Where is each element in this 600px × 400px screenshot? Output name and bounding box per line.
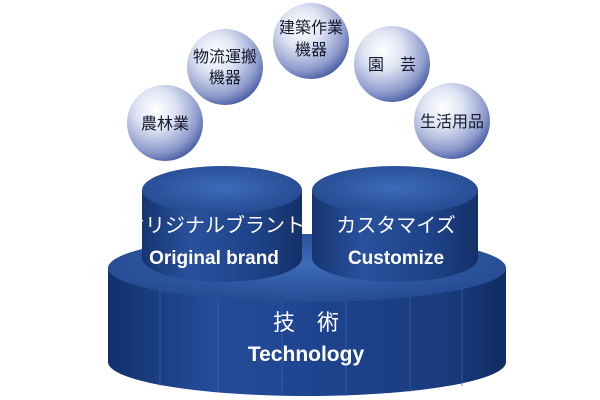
- base-panel-lines: [159, 289, 463, 396]
- right-drum-top: [312, 166, 478, 214]
- sphere-agriculture: 農林業: [127, 85, 203, 161]
- original-brand-en-label: Original brand: [149, 248, 279, 269]
- original-brand-jp-label: オリジナルブラント: [125, 213, 305, 237]
- sphere-label-line1: 建築作業: [279, 18, 343, 37]
- sphere-label-line1: 物流運搬: [193, 47, 257, 66]
- customize-drum: [312, 166, 478, 282]
- original-brand-drum: [142, 166, 302, 282]
- sphere-ball: [414, 83, 490, 159]
- sphere-logistics-equipment: 物流運搬 機器: [187, 29, 263, 105]
- base-body: [108, 268, 506, 396]
- sphere-label: 農林業: [141, 114, 189, 133]
- sphere-construction-equipment: 建築作業 機器: [273, 3, 349, 79]
- sphere-ball: [354, 26, 430, 102]
- sphere-gardening: 園 芸: [354, 26, 430, 102]
- right-drum-body: [312, 190, 478, 282]
- customize-jp-label: カスタマイズ: [336, 213, 455, 237]
- sphere-household-goods: 生活用品: [414, 83, 490, 159]
- sphere-label-line2: 機器: [209, 68, 241, 87]
- sphere-ball: [127, 85, 203, 161]
- technology-jp-label: 技 術: [273, 311, 339, 336]
- sphere-label: 生活用品: [420, 112, 484, 131]
- sphere-ball: [187, 29, 263, 105]
- sphere-label-line2: 機器: [295, 40, 327, 59]
- sphere-ball: [273, 3, 349, 79]
- customize-en-label: Customize: [348, 248, 444, 269]
- left-drum-top: [142, 166, 302, 214]
- technology-en-label: Technology: [248, 343, 365, 366]
- sphere-label: 園 芸: [368, 55, 416, 74]
- left-drum-body: [142, 190, 302, 282]
